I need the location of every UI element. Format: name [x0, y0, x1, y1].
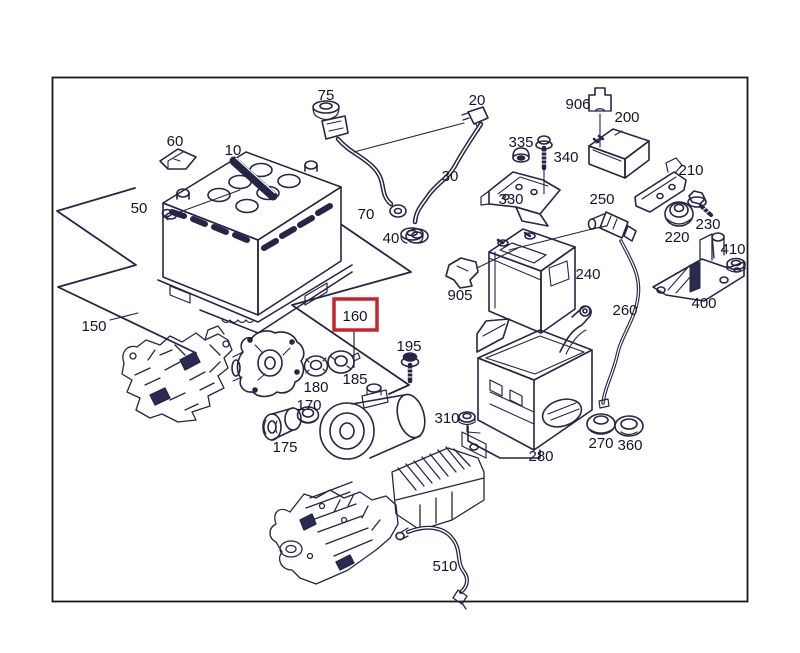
part-label-210[interactable]: 210 — [678, 162, 703, 179]
part-label-340[interactable]: 340 — [553, 149, 578, 166]
part-labels: 10 20 30 40 50 60 70 75 150 170 175 180 … — [81, 87, 745, 575]
bolt-340 — [535, 135, 553, 171]
part-label-360[interactable]: 360 — [617, 437, 642, 454]
flange-nut-75 — [312, 100, 340, 121]
bolt-195 — [400, 352, 420, 384]
bolt-50 — [161, 208, 177, 221]
part-label-400[interactable]: 400 — [691, 295, 716, 312]
bracket-330 — [480, 171, 561, 227]
part-label-195[interactable]: 195 — [396, 338, 421, 355]
part-label-30[interactable]: 30 — [442, 168, 459, 185]
grommet-40 — [400, 227, 424, 244]
bracket-210 — [634, 157, 687, 213]
starter-housing-drawing — [231, 330, 305, 398]
connector-905 — [445, 257, 479, 289]
highlight-box — [332, 297, 379, 332]
tube-260 — [598, 239, 641, 409]
part-label-40[interactable]: 40 — [383, 230, 400, 247]
ring-185 — [327, 350, 361, 374]
grommet-270 — [586, 413, 616, 435]
part-label-60[interactable]: 60 — [167, 133, 184, 150]
part-label-280[interactable]: 280 — [528, 448, 553, 465]
part-label-240[interactable]: 240 — [575, 266, 600, 283]
part-label-335[interactable]: 335 — [508, 134, 533, 151]
cap-nut-335 — [512, 147, 530, 163]
nut-310 — [458, 411, 476, 426]
part-label-175[interactable]: 175 — [272, 439, 297, 456]
part-label-180[interactable]: 180 — [303, 379, 328, 396]
body-outline-zigzag-lines — [56, 187, 412, 395]
highlight-160[interactable]: 160 — [332, 297, 379, 368]
connector-20 — [461, 106, 489, 132]
part-label-10[interactable]: 10 — [225, 142, 242, 159]
part-label-310[interactable]: 310 — [434, 410, 459, 427]
grommet-220 — [664, 201, 694, 227]
part-label-250[interactable]: 250 — [589, 191, 614, 208]
main-battery-drawing — [157, 151, 353, 334]
part-label-270[interactable]: 270 — [588, 435, 613, 452]
bolt-230 — [687, 190, 713, 217]
part-label-510[interactable]: 510 — [432, 558, 457, 575]
battery-cable-70 — [321, 115, 407, 218]
engine-transmission-drawing — [269, 446, 485, 585]
clip-906 — [588, 87, 612, 112]
part-label-150[interactable]: 150 — [81, 318, 106, 335]
diagram-frame — [51, 76, 749, 603]
part-label-260[interactable]: 260 — [612, 302, 637, 319]
ring-360 — [614, 415, 644, 437]
bracket-400 — [652, 232, 745, 302]
seal-ring-180 — [303, 355, 329, 377]
part-label-160[interactable]: 160 — [342, 308, 367, 325]
part-label-20[interactable]: 20 — [469, 92, 486, 109]
part-label-200[interactable]: 200 — [614, 109, 639, 126]
connector-250 — [587, 211, 637, 242]
part-label-170[interactable]: 170 — [296, 397, 321, 414]
support-bracket-drawing — [121, 325, 233, 423]
part-label-185[interactable]: 185 — [342, 371, 367, 388]
sleeve-175 — [262, 407, 302, 441]
battery-box-200 — [588, 128, 650, 179]
part-label-50[interactable]: 50 — [131, 200, 148, 217]
leader-lines — [109, 113, 601, 434]
part-label-906[interactable]: 906 — [565, 96, 590, 113]
hold-down-clamp-60 — [159, 148, 197, 170]
part-label-905[interactable]: 905 — [447, 287, 472, 304]
battery-tray-280 — [461, 305, 593, 459]
part-label-75[interactable]: 75 — [318, 87, 335, 104]
aux-battery-drawing — [488, 228, 576, 334]
part-label-230[interactable]: 230 — [695, 216, 720, 233]
part-label-220[interactable]: 220 — [664, 229, 689, 246]
part-label-70[interactable]: 70 — [358, 206, 375, 223]
nut-170 — [296, 406, 320, 424]
part-label-410[interactable]: 410 — [720, 241, 745, 258]
ground-cable-510 — [395, 525, 469, 610]
starter-motor-drawing — [319, 383, 426, 460]
part-label-330[interactable]: 330 — [498, 191, 523, 208]
